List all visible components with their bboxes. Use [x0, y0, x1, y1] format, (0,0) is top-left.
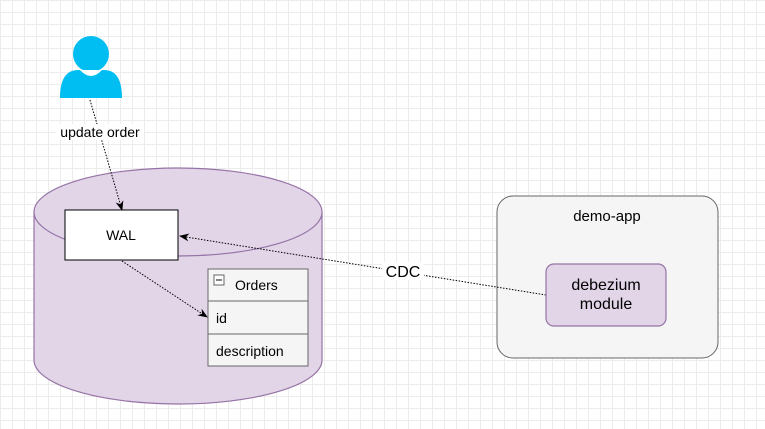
orders-row-description: description: [216, 343, 284, 359]
wal-box[interactable]: WAL: [64, 209, 179, 261]
orders-table-title: Orders: [235, 277, 278, 293]
wal-label: WAL: [106, 227, 136, 243]
orders-row-id: id: [216, 310, 227, 326]
module-label-line1: debezium: [571, 277, 640, 294]
edge-label-cdc: CDC: [386, 264, 421, 281]
edge-wal-to-orders[interactable]: [121, 260, 208, 318]
edge-label-bg: [56, 124, 144, 140]
edge-label-update-order: update order: [60, 124, 140, 140]
cdc-label-bg: [382, 262, 424, 280]
orders-table[interactable]: Orders id description: [207, 268, 309, 367]
edge-user-to-wal[interactable]: [89, 99, 124, 211]
minus-square-icon[interactable]: [213, 274, 225, 286]
user-icon[interactable]: [60, 36, 122, 98]
debezium-module-box[interactable]: debezium module: [545, 263, 667, 327]
demo-app-label: demo-app: [573, 208, 641, 225]
module-label-line2: module: [580, 296, 633, 313]
